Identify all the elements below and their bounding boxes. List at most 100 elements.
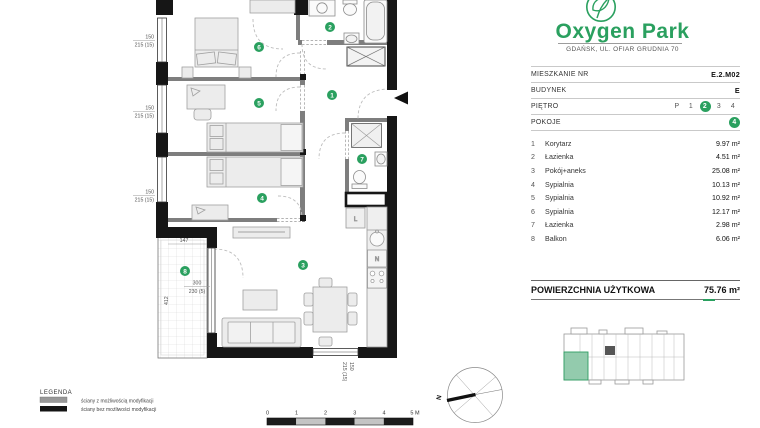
svg-text:300: 300: [193, 281, 202, 287]
building-value: E: [734, 86, 740, 95]
svg-text:150: 150: [145, 106, 154, 112]
room-list-item: 8 Balkon 6.06 m²: [531, 234, 740, 243]
svg-text:5: 5: [257, 100, 261, 107]
dimensions: 150 215 (15) 150 215 (15) 150 215 (15) 1…: [133, 35, 354, 382]
building-label: BUDYNEK: [531, 87, 567, 94]
room-markers: 1 2 3 4 5 6 7 8: [180, 22, 367, 276]
svg-text:5 M: 5 M: [410, 411, 420, 417]
row-apartment-number: MIESZKANIE NR E.2.M02: [531, 66, 740, 82]
room-marker-6: 6: [254, 42, 264, 52]
room-marker-1: 1: [327, 90, 337, 100]
wardrobe: [249, 0, 296, 14]
floor-option-3[interactable]: 3: [716, 103, 722, 110]
legend-label-modifiable: ściany z możliwością modyfikacji: [81, 399, 154, 405]
room-list-item: 1 Korytarz 9.97 m²: [531, 139, 740, 148]
window-dim-3: 150 215 (15): [133, 190, 155, 204]
pillow: [209, 159, 224, 171]
furniture: [181, 0, 358, 348]
toilet: [343, 3, 357, 16]
floor-option-P[interactable]: P: [674, 103, 680, 110]
kitchen-sink: [369, 231, 385, 247]
room-marker-3: 3: [298, 260, 308, 270]
pillow: [209, 125, 224, 137]
svg-text:3: 3: [301, 262, 305, 269]
svg-text:150: 150: [348, 362, 354, 371]
building-core: [605, 346, 615, 355]
apartment-info-table: MIESZKANIE NR E.2.M02 BUDYNEK E PIĘTRO P…: [531, 66, 740, 131]
tv-cabinet: [232, 226, 291, 239]
bathroom-7-fixtures: [351, 123, 388, 189]
total-area-accent: [703, 299, 715, 301]
svg-text:0: 0: [266, 411, 269, 417]
room-list-item: 2 Łazienka 4.51 m²: [531, 153, 740, 162]
desk-lamp: [190, 87, 201, 97]
room-list-item: 6 Sypialnia 12.17 m²: [531, 207, 740, 216]
legend-title: LEGENDA: [40, 390, 72, 396]
pillow: [209, 138, 224, 150]
toilet-tank: [351, 183, 368, 189]
chair: [318, 336, 333, 347]
pillow: [196, 51, 217, 66]
svg-text:147: 147: [180, 238, 189, 244]
svg-text:215 (15): 215 (15): [135, 114, 155, 120]
svg-text:1: 1: [330, 92, 334, 99]
rooms-count-label: POKOJE: [531, 119, 561, 126]
legend-swatch-modifiable: [39, 396, 68, 403]
door-openings: [277, 40, 349, 222]
svg-text:6: 6: [257, 44, 261, 51]
fixed-walls: [156, 0, 397, 358]
fridge-label: L: [354, 217, 358, 223]
floor-option-2-selected[interactable]: 2: [699, 101, 711, 112]
balcony-dims: 147 412 300 230 (5): [164, 238, 210, 305]
entrance-arrow-icon: [394, 91, 408, 105]
nightstand: [238, 66, 252, 79]
window-dim-1: 150 215 (15): [133, 35, 155, 49]
room-marker-7: 7: [357, 154, 367, 164]
svg-text:8: 8: [183, 268, 187, 275]
room-marker-5: 5: [254, 98, 264, 108]
brand-divider: [558, 43, 682, 44]
brand-address: GDAŃSK, UL. OFIAR GRUDNIA 70: [566, 46, 679, 53]
apartment-number-value: E.2.M02: [711, 70, 740, 79]
toilet: [353, 170, 366, 184]
room-list-item: 3 Pokój+aneks 25.08 m²: [531, 166, 740, 175]
highlighted-unit: [563, 351, 589, 381]
chair: [303, 292, 314, 307]
nightstand: [181, 66, 194, 79]
svg-text:215 (15): 215 (15): [135, 43, 155, 49]
svg-text:2: 2: [328, 24, 332, 31]
chair: [318, 277, 333, 288]
svg-text:3: 3: [353, 411, 356, 417]
chair: [193, 108, 212, 121]
svg-text:4: 4: [382, 411, 385, 417]
window-dim-bottom: 150 215 (15): [341, 362, 354, 382]
oven: [367, 249, 387, 268]
kitchen: L N: [345, 206, 388, 348]
bed-throw: [280, 124, 303, 151]
floor-plan: L N: [39, 0, 503, 426]
oven-label: N: [375, 257, 379, 263]
pillow: [209, 172, 224, 185]
row-building: BUDYNEK E: [531, 82, 740, 98]
window-dim-2: 150 215 (15): [133, 106, 155, 120]
building-minimap: [563, 327, 685, 385]
row-rooms-count: POKOJE 4: [531, 114, 740, 131]
total-area-value: 75.76 m²: [703, 285, 740, 295]
floor-option-1[interactable]: 1: [688, 103, 694, 110]
door-arcs: [213, 18, 391, 279]
chair: [303, 311, 314, 326]
leaf-icon: [592, 0, 610, 12]
svg-text:215 (15): 215 (15): [135, 198, 155, 204]
svg-text:2: 2: [324, 411, 327, 417]
svg-text:7: 7: [360, 156, 364, 163]
row-floor: PIĘTRO P 1 2 3 4: [531, 98, 740, 114]
oxygen-park-logo-icon: [586, 0, 616, 22]
room-marker-2: 2: [325, 22, 335, 32]
room-marker-8: 8: [180, 266, 190, 276]
svg-text:150: 150: [145, 35, 154, 41]
floor-option-4[interactable]: 4: [730, 103, 736, 110]
fridge: [345, 207, 366, 229]
info-panel: Oxygen Park GDAŃSK, UL. OFIAR GRUDNIA 70…: [520, 0, 760, 428]
apartment-number-label: MIESZKANIE NR: [531, 71, 589, 78]
